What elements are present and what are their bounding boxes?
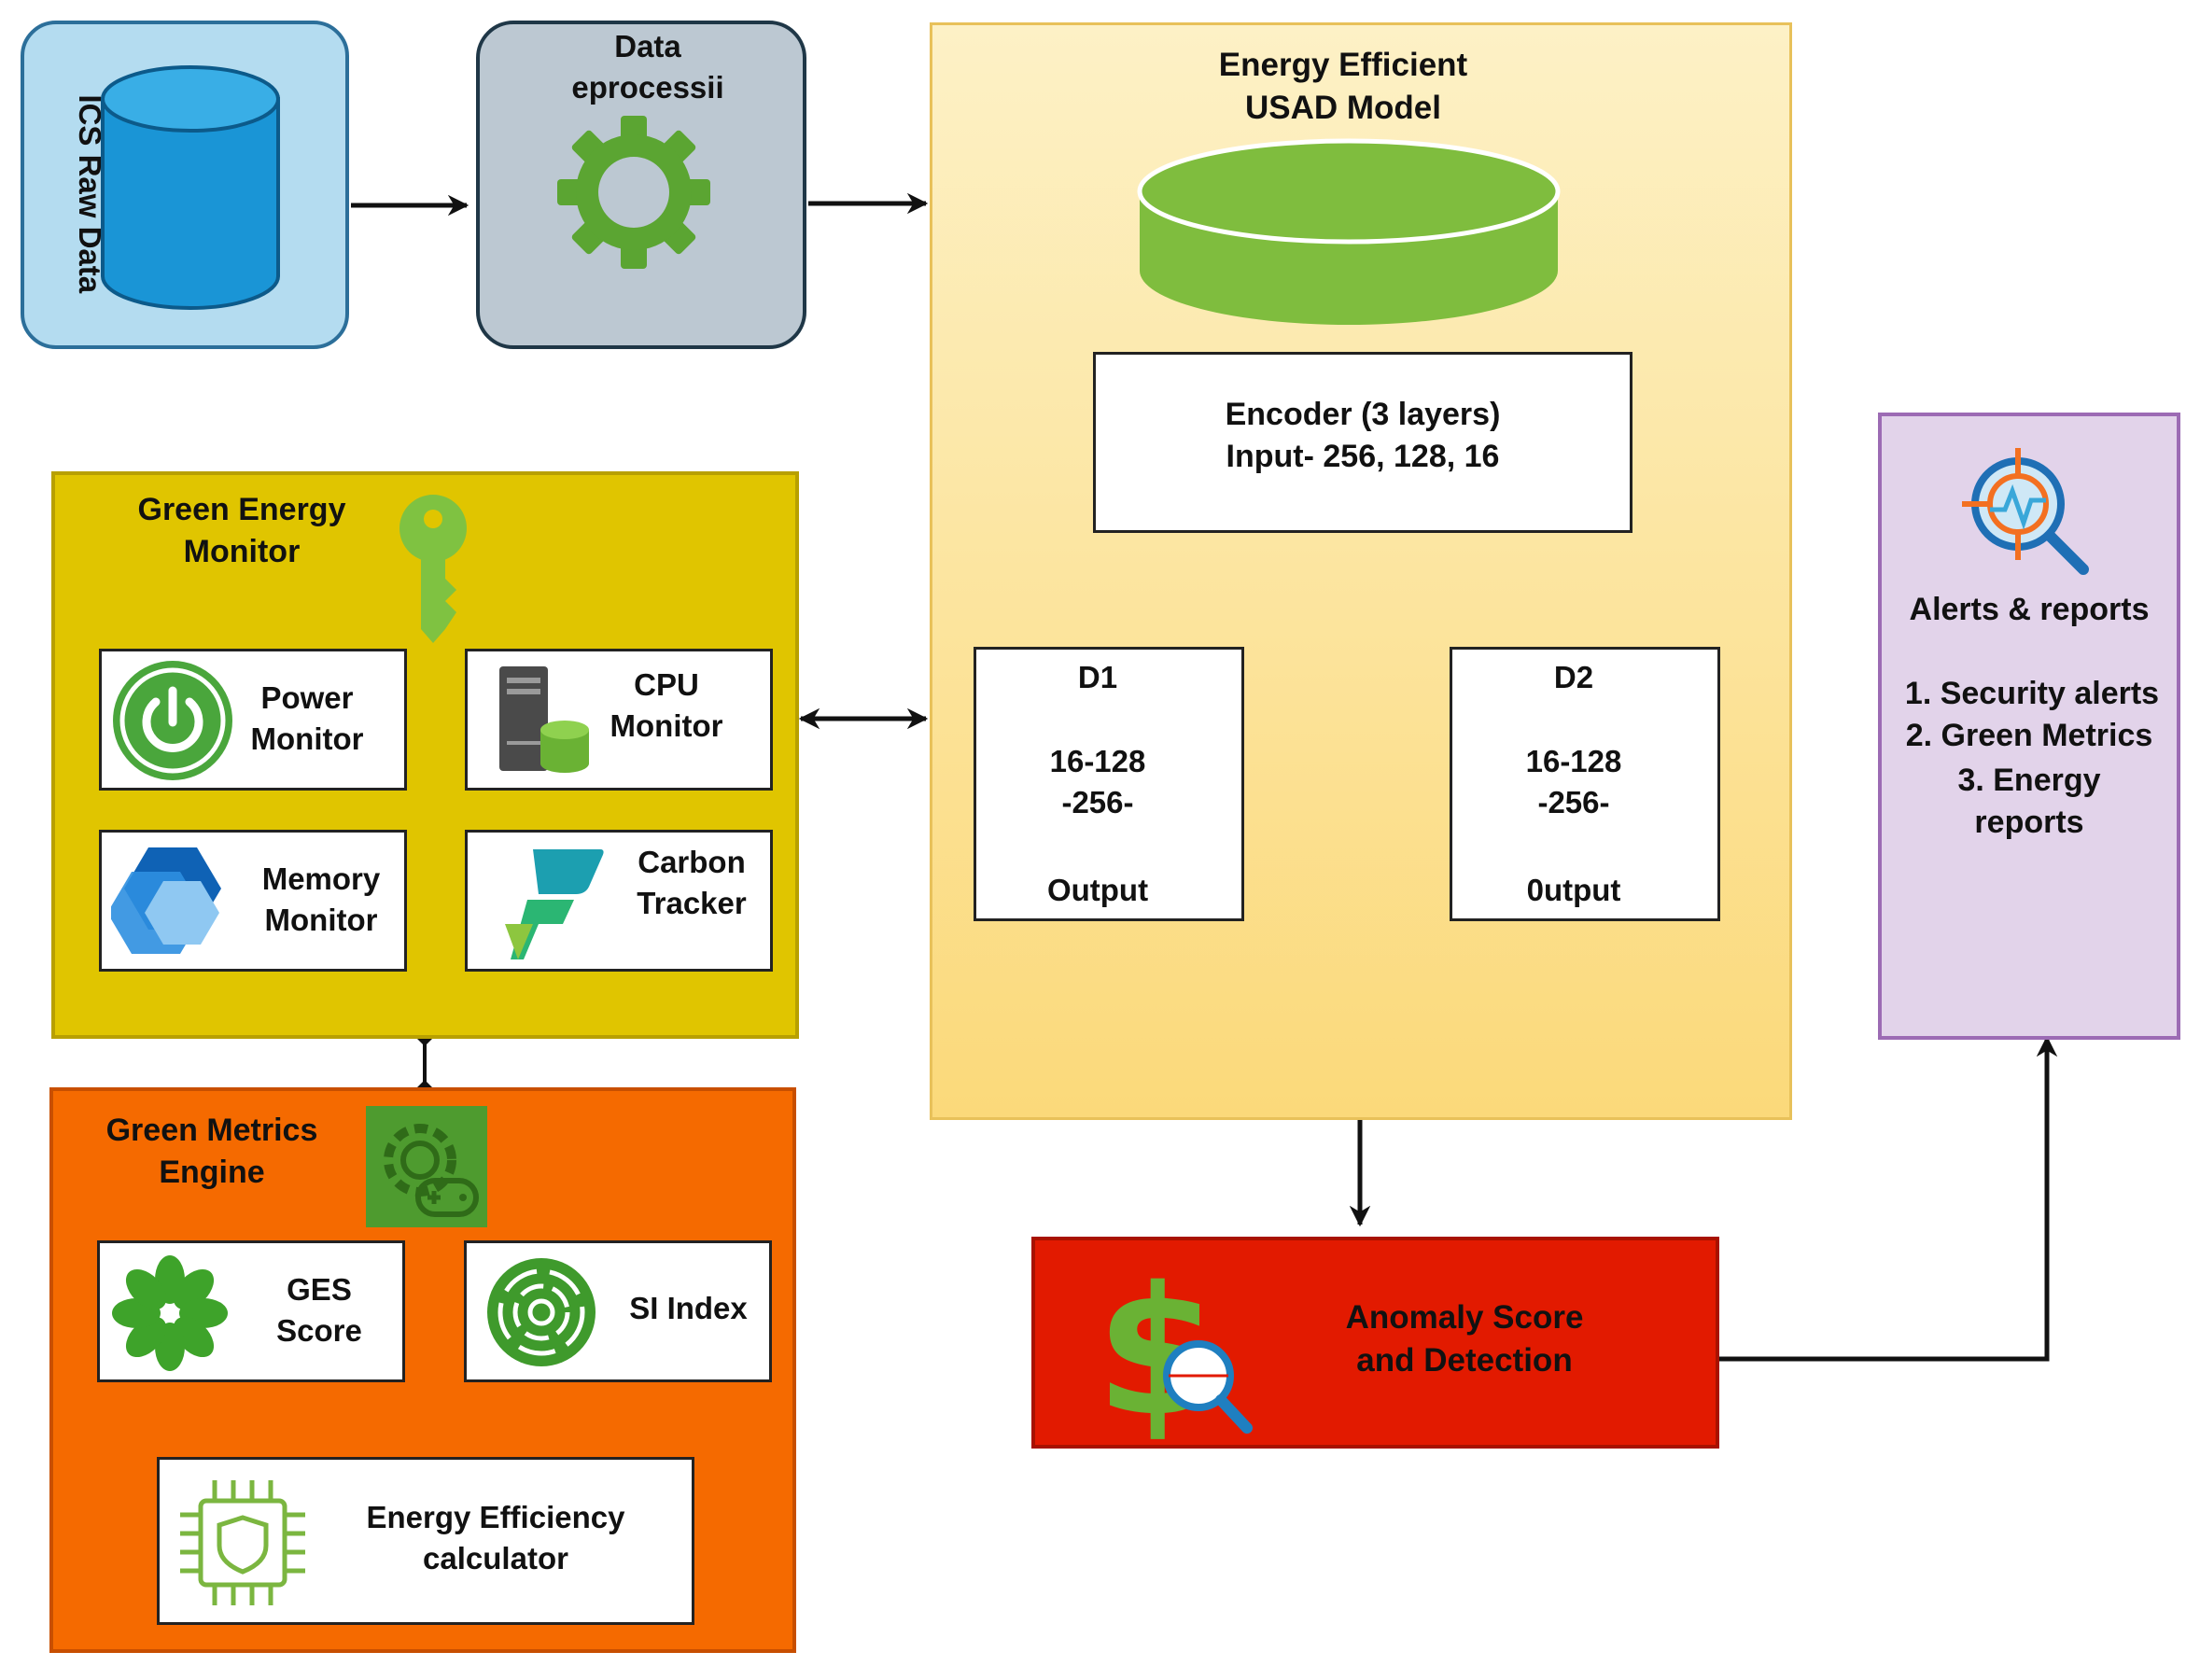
si-index-card: SI Index [464,1240,772,1382]
ges-score-card: GES Score [97,1240,405,1382]
memory-monitor-card: Memory Monitor [99,830,407,972]
ics-raw-data-box: ICS Raw Data [21,21,349,349]
carbon-tracker-label: Carbon Tracker [637,845,747,920]
target-search-icon [1962,448,2089,575]
arrow-anomaly-to-alerts [1719,1035,2058,1362]
d2-output: 0utput [1526,873,1621,907]
usad-title: Energy Efficient USAD Model [1218,47,1468,127]
metrics-title: Green Metrics Engine [105,1113,318,1190]
dollar-search-icon: $ [1096,1249,1253,1446]
alerts-reports-box: Alerts & reports 1. Security alerts 2. G… [1878,413,2180,1040]
alert-line-3: 3. Energy reports [1957,763,2101,840]
power-monitor-label: Power Monitor [250,680,364,756]
power-icon [113,661,232,780]
cpu-monitor-card: CPU Monitor [465,649,773,791]
ges-score-label: GES Score [276,1272,362,1348]
database-icon [101,65,280,310]
encoder-box: Encoder (3 layers) Input- 256, 128, 16 [1093,352,1632,533]
monitor-title: Green Energy Monitor [137,492,346,569]
gear-gamepad-icon [366,1106,487,1227]
memory-icon [111,847,221,954]
data-preprocessing-box: Data eprocessii [476,21,806,349]
anomaly-detection-box: $ Anomaly Score and Detection [1031,1237,1719,1449]
swirl-icon [487,1258,596,1366]
memory-monitor-label: Memory Monitor [261,861,381,937]
gear-icon [557,116,710,269]
carbon-tracker-icon [505,849,604,959]
d2-name: D2 [1553,660,1594,694]
disk-icon [1137,138,1561,325]
energy-efficiency-label: Energy Efficiency calculator [366,1500,625,1575]
alerts-title: Alerts & reports [1909,592,2150,627]
si-index-label: SI Index [629,1291,748,1325]
d1-output: Output [1046,873,1149,907]
d2-layers: 16-128 -256- [1525,744,1622,819]
server-icon [499,666,589,773]
energy-efficiency-card: Energy Efficiency calculator [157,1457,694,1625]
alert-line-1: 1. Security alerts [1904,676,2160,711]
power-monitor-card: Power Monitor [99,649,407,791]
usad-model-box: Energy Efficient USAD Model Encoder (3 l… [930,22,1792,1120]
encoder-label: Encoder (3 layers) Input- 256, 128, 16 [1225,397,1501,474]
anomaly-label: Anomaly Score and Detection [1345,1299,1584,1379]
flower-icon [112,1255,228,1371]
decoder-d1-box: D1 16-128 -256- Output [974,647,1244,921]
carbon-tracker-card: Carbon Tracker [465,830,773,972]
chip-shield-icon [180,1480,305,1605]
alert-line-2: 2. Green Metrics [1905,718,2153,753]
cpu-monitor-label: CPU Monitor [610,667,723,743]
d1-name: D1 [1077,660,1118,694]
key-icon [399,495,467,643]
decoder-d2-box: D2 16-128 -256- 0utput [1450,647,1720,921]
green-metrics-engine-box: Green Metrics Engine GES Score [49,1087,796,1653]
green-energy-monitor-box: Green Energy Monitor Power Monitor CPU M… [51,471,799,1039]
d1-layers: 16-128 -256- [1049,744,1146,819]
preprocessing-label: Data eprocessii [571,29,724,105]
